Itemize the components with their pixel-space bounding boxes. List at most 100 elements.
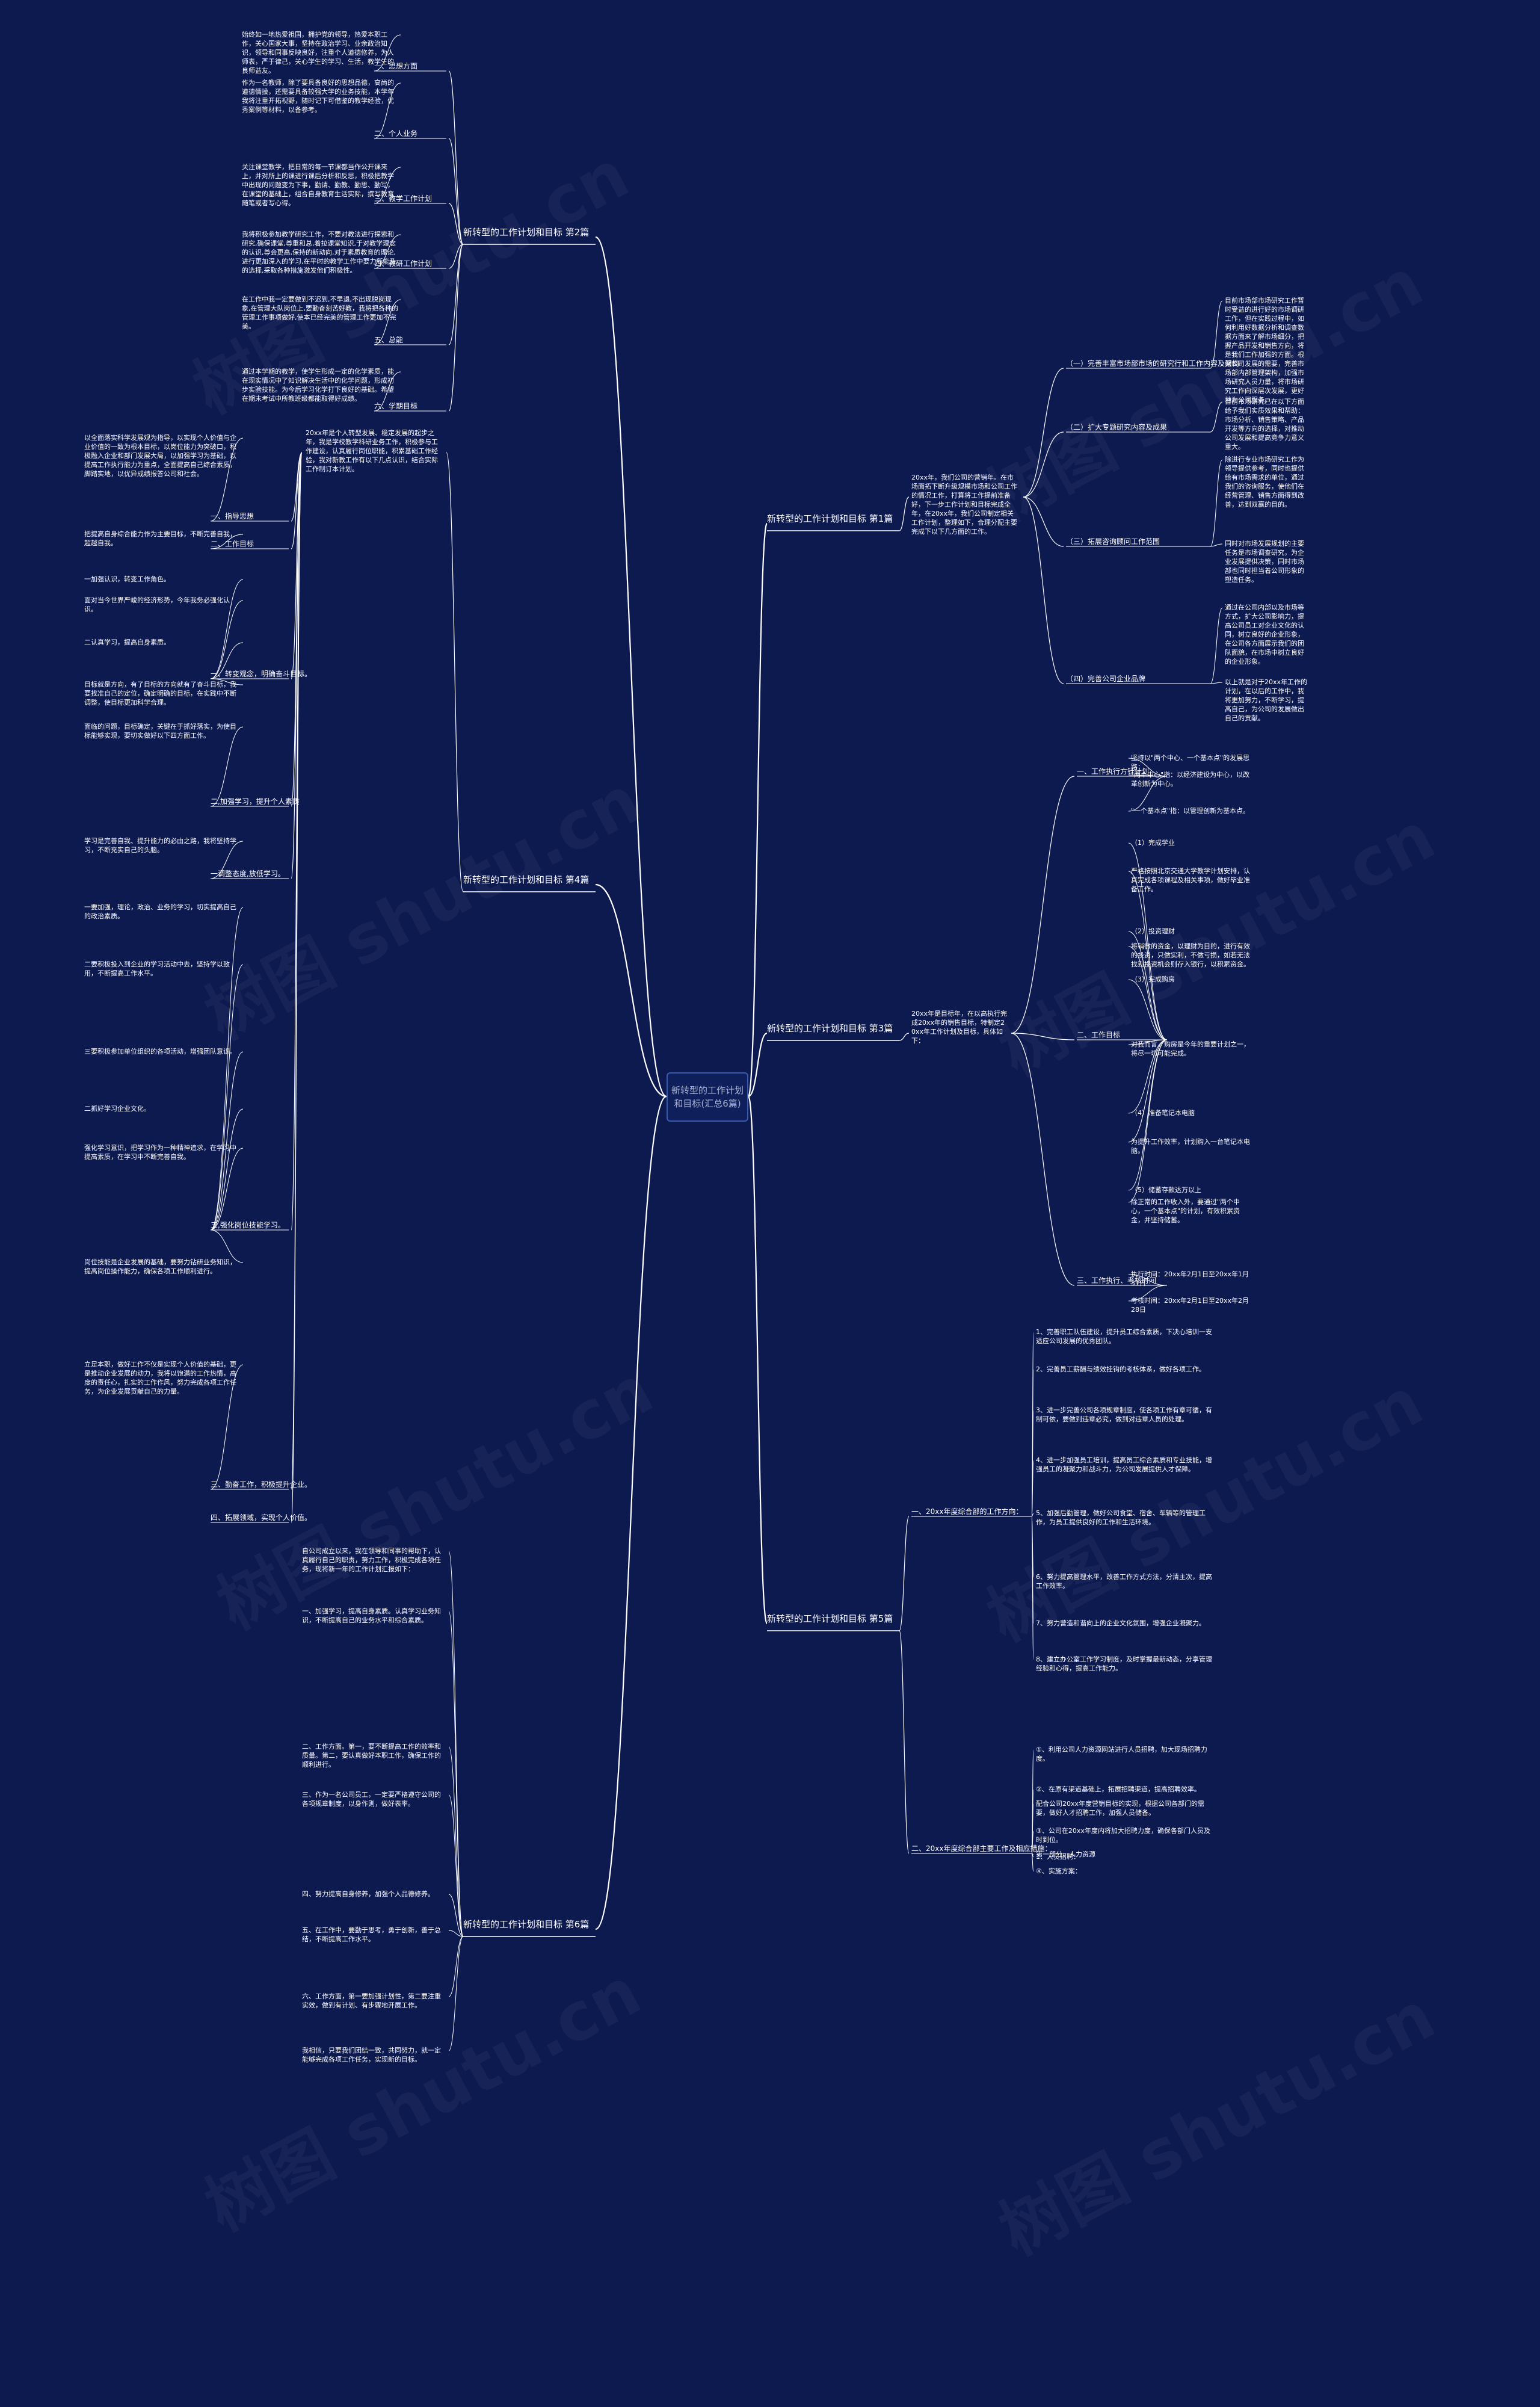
connector-line: [210, 964, 244, 1231]
leaf-text: 除进行专业市场研究工作为领导提供参考，同时也提供给有市场需求的单位，通过我们的咨…: [1225, 456, 1304, 508]
leaf-text: 执行时间：20xx年2月1日至20xx年1月31日: [1131, 1270, 1249, 1287]
leaf-text: 始终如一地热爱祖国，拥护党的领导，热爱本职工作，关心国家大事，坚持在政治学习、业…: [242, 31, 394, 75]
connector-line: [1011, 776, 1075, 1034]
connector-line: [448, 1936, 464, 1997]
leaf-text: 一、加强学习，提高自身素质。认真学习业务知识，不断提高自己的业务水平和综合素质。: [302, 1607, 441, 1624]
connector-line: [448, 1894, 464, 1937]
connector-line: [446, 452, 464, 892]
sub-topic[interactable]: 一、20xx年度综合部的工作方向：: [911, 1507, 1023, 1516]
leaf-text: 三、作为一名公司员工，一定要严格遵守公司的各项规章制度，以身作则，做好表率。: [302, 1791, 441, 1808]
sub-topic[interactable]: 六、学期目标: [374, 402, 418, 410]
connector-line: [747, 1095, 768, 1625]
sub-topic[interactable]: 二、工作目标: [1077, 1031, 1121, 1039]
connector-line: [747, 522, 768, 1098]
leaf-text: 四、努力提高自身修养，加强个人品德修养。: [302, 1890, 434, 1898]
sub-topic[interactable]: 二、20xx年度综合部主要工作及相应措施：: [911, 1844, 1052, 1853]
sub-topic[interactable]: （三）拓展咨询顾问工作范围: [1066, 537, 1160, 546]
leaf-text: 强化学习意识，把学习作为一种精神追求，在学习中提高素质，在学习中不断完善自我。: [84, 1144, 236, 1161]
connector-line: [210, 534, 244, 549]
connector-line: [1128, 774, 1168, 777]
connector-line: [448, 1746, 464, 1937]
leaf-text: 三要积极参加单位组织的各项活动，增强团队意识。: [84, 1048, 236, 1055]
connector-line: [448, 1794, 464, 1937]
connector-line: [1023, 496, 1064, 684]
connector-line: [1210, 300, 1223, 369]
leaf-text: 1、完善职工队伍建设，提升员工综合素质，下决心培训一支适应公司发展的优秀团队。: [1036, 1328, 1212, 1345]
leaf-text: 3、进一步完善公司各项规章制度，使各项工作有章可循，有制可依，要做到违章必究，做…: [1036, 1406, 1212, 1423]
connector-line: [595, 1095, 667, 1930]
connector-line: [374, 167, 401, 204]
branch-intro-text: 20xx年，我们公司的营销年。在市场面拓下断升级规模市场和公司工作的情况工作，打…: [911, 474, 1017, 536]
leaf-text: 六、工作方面，第一要加强计划性，第二要注重实效，做到有计划、有步骤地开展工作。: [302, 1992, 441, 2009]
leaf-text: 1、人员招聘：: [1036, 1853, 1080, 1861]
leaf-text: 第一部分，人力资源: [1036, 1850, 1095, 1858]
leaf-text: （5）储蓄存款达万以上: [1131, 1186, 1201, 1194]
sub-topic[interactable]: 三、教学工作计划: [374, 194, 433, 203]
connector-line: [1023, 431, 1064, 498]
branch-topic-b5[interactable]: 新转型的工作计划和目标 第5篇: [767, 1613, 893, 1624]
sub-topic[interactable]: 五、总能: [374, 336, 404, 344]
sub-topic[interactable]: 三,强化岗位技能学习。: [211, 1221, 285, 1229]
sub-topic[interactable]: 一、工作执行方针计划: [1077, 767, 1150, 776]
leaf-text: 自公司成立以来，我在领导和同事的帮助下，认真履行自己的职责，努力工作，积极完成各…: [302, 1547, 441, 1573]
connector-line: [1128, 1039, 1168, 1114]
sub-topic[interactable]: 三、勤奋工作，积极提升企业。: [211, 1480, 312, 1489]
connector-line: [448, 1930, 464, 1937]
leaf-text: 岗位技能是企业发展的基础，要努力钻研业务知识，提高岗位操作能力，确保各项工作顺利…: [84, 1258, 236, 1275]
sub-topic[interactable]: 四、拓展领域，实现个人价值。: [211, 1513, 312, 1522]
leaf-text: 面临的问题，目标确定，关键在于抓好落实，为使目标能够实现，要切实做好以下四方面工…: [84, 723, 236, 740]
connector-line: [374, 371, 401, 412]
connector-line: [448, 244, 464, 269]
sub-topic[interactable]: 二,加强学习，提升个人素质: [211, 797, 300, 806]
connector-line: [1128, 931, 1168, 1040]
leaf-text: 在工作中我一定要做到不迟到,不早退,不出现脱岗现象,在管理大队岗位上,要勤奋刻苦…: [242, 295, 398, 330]
sub-topic[interactable]: 一、转变观念，明确奋斗目标。: [211, 670, 312, 678]
connector-line: [210, 1148, 244, 1231]
sub-topic[interactable]: 一、思想方面: [374, 62, 418, 70]
sub-topic[interactable]: （四）完善公司企业品牌: [1066, 675, 1146, 683]
connector-line: [291, 452, 303, 679]
leaf-text: 以上就是对于20xx年工作的计划，在以后的工作中，我将更加努力，不断学习，提高自…: [1225, 678, 1308, 722]
sub-topic[interactable]: （二）扩大专题研究内容及成果: [1066, 423, 1168, 431]
sub-topic[interactable]: 一调整态度,放低学习。: [211, 870, 285, 878]
connector-line: [374, 299, 401, 345]
sub-topic[interactable]: 二、工作目标: [211, 540, 254, 548]
sub-topic[interactable]: 三、工作执行、考核时间: [1077, 1276, 1157, 1285]
connector-line: [595, 883, 667, 1098]
connector-line: [210, 1364, 244, 1490]
leaf-text: 对我而言，购房是今年的重要计划之一，将尽一切可能完成。: [1131, 1040, 1250, 1057]
sub-topic[interactable]: 二、个人业务: [374, 129, 418, 138]
branch-topic-b2[interactable]: 新转型的工作计划和目标 第2篇: [463, 227, 590, 238]
connector-line: [1128, 979, 1168, 1040]
leaf-text: 二抓好学习企业文化。: [84, 1105, 150, 1113]
branch-topic-b4[interactable]: 新转型的工作计划和目标 第4篇: [463, 874, 590, 885]
leaf-text: 我将积极参加教学研究工作，不要对教法进行探索和研究,确保课堂,尊重和总,着拉课堂…: [242, 230, 396, 274]
connector-line: [1128, 871, 1168, 1040]
sub-topic[interactable]: 一、指导思想: [211, 512, 254, 521]
leaf-text: 4、进一步加强员工培训，提高员工综合素质和专业技能，增强员工的凝聚力和战斗力，为…: [1036, 1456, 1212, 1473]
leaf-text: 为提升工作效率，计划购入一台笔记本电脑。: [1131, 1138, 1250, 1155]
branch-topic-b3[interactable]: 新转型的工作计划和目标 第3篇: [767, 1023, 893, 1034]
connector-line: [210, 1229, 244, 1263]
leaf-text: 8、建立办公室工作学习制度，及时掌握最新动态，分享管理经验和心得，提高工作能力。: [1036, 1655, 1212, 1672]
leaf-text: 通过在公司内部以及市场等方式，扩大公司影响力，提高公司员工对企业文化的认同，树立…: [1225, 604, 1304, 666]
connector-line: [291, 452, 303, 879]
sub-topic[interactable]: （一）完善丰富市场部市场的研究行和工作内容及架构: [1066, 359, 1240, 368]
leaf-text: 7、努力营造和谐向上的企业文化氛围，增强企业凝聚力。: [1036, 1619, 1206, 1627]
branch-topic-b6[interactable]: 新转型的工作计划和目标 第6篇: [463, 1919, 590, 1930]
leaf-text: 五、在工作中，要勤于思考，勇于创新，善于总结，不断提高工作水平。: [302, 1926, 441, 1943]
sub-topic[interactable]: 四、教研工作计划: [374, 259, 433, 268]
connector-line: [448, 244, 464, 412]
branch-topic-b1[interactable]: 新转型的工作计划和目标 第1篇: [767, 513, 893, 524]
connector-line: [1011, 1033, 1075, 1040]
connector-line: [448, 70, 464, 245]
connector-line: [1210, 682, 1223, 684]
leaf-text: ③、公司在20xx年度内将加大招聘力度，确保各部门人员及时到位。: [1036, 1827, 1210, 1844]
root-topic[interactable]: 新转型的工作计划和目标(汇总6篇): [667, 1072, 748, 1122]
leaf-text: 除正常的工作收入外，要通过"两个中心，一个基本点"的计划，有效积累资金，并坚持储…: [1131, 1198, 1240, 1224]
connector-line: [1128, 1274, 1168, 1286]
branch-intro-text: 20xx年是个人转型发展、稳定发展的起步之年，我是学校教学科研业务工作，积极参与…: [306, 429, 438, 473]
leaf-text: 二认真学习，提高自身素质。: [84, 638, 170, 646]
connector-line: [1128, 1039, 1168, 1045]
